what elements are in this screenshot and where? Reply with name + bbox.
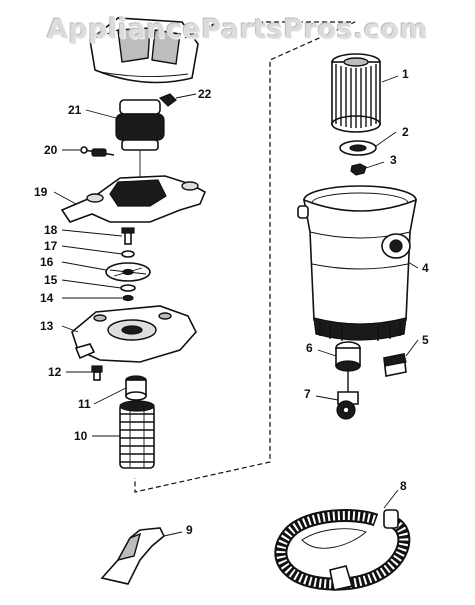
callout-16: 16 [40, 255, 54, 269]
callout-5: 5 [422, 333, 429, 347]
part-washer-14 [122, 294, 134, 302]
callout-2: 2 [402, 125, 409, 139]
callout-labels: 23 1 2 3 4 5 6 7 8 9 10 11 12 13 14 15 1… [34, 21, 429, 537]
callout-7: 7 [304, 387, 311, 401]
part-retainer [339, 140, 377, 156]
part-filter-cage [119, 400, 155, 469]
part-caster-cover [383, 353, 407, 377]
callout-17: 17 [44, 239, 58, 253]
part-caster [336, 370, 359, 420]
watermark: AppliancePartsPros.com [46, 14, 429, 45]
callout-6: 6 [306, 341, 313, 355]
callout-20: 20 [44, 143, 58, 157]
part-motor-cover [89, 17, 199, 84]
part-plug [158, 93, 177, 107]
callout-21: 21 [68, 103, 82, 117]
callout-19: 19 [34, 185, 48, 199]
part-washer-15 [120, 284, 136, 292]
part-screw-18 [121, 227, 135, 245]
callout-4: 4 [422, 261, 429, 275]
callout-13: 13 [40, 319, 54, 333]
callout-1: 1 [402, 67, 409, 81]
part-tank [297, 185, 418, 341]
callout-10: 10 [74, 429, 88, 443]
callout-9: 9 [186, 523, 193, 537]
part-floor-nozzle [100, 527, 165, 585]
callout-15: 15 [44, 273, 58, 287]
part-nut [350, 163, 367, 176]
callout-14: 14 [40, 291, 54, 305]
leader-lines [53, 29, 419, 537]
part-washer-17 [121, 250, 135, 258]
callout-18: 18 [44, 223, 58, 237]
part-hose [274, 509, 411, 591]
part-caster-socket [335, 341, 361, 372]
callout-12: 12 [48, 365, 62, 379]
callout-8: 8 [400, 479, 407, 493]
part-switch [80, 146, 115, 157]
part-powerhead [60, 175, 207, 223]
callout-3: 3 [390, 153, 397, 167]
part-screw-12 [91, 365, 103, 381]
assembly-boundary [134, 21, 356, 493]
callout-11: 11 [78, 397, 91, 411]
part-impeller [105, 262, 151, 282]
part-motor [115, 99, 165, 180]
part-lid [71, 305, 197, 363]
part-cartridge-filter [331, 53, 381, 133]
part-float [125, 375, 147, 401]
callout-23: 23 [204, 21, 218, 35]
callout-22: 22 [198, 87, 212, 101]
